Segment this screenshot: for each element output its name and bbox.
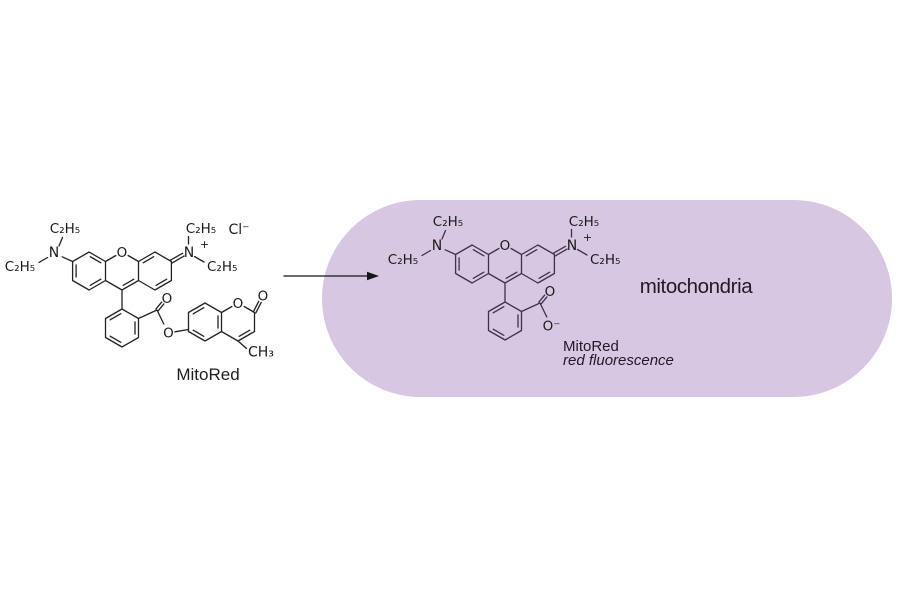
ethyl-label: C₂H₅ xyxy=(207,259,237,275)
iminium-nitrogen-label: N xyxy=(567,238,577,254)
mitored-structure: C₂H₅ C₂H₅ C₂H₅ C₂H₅ N N + O Cl⁻ O O O O … xyxy=(5,221,274,361)
arrow-head xyxy=(367,271,379,281)
carboxyl-oxygen-label: O xyxy=(545,284,556,300)
ethyl-label: C₂H₅ xyxy=(433,214,463,230)
reaction-arrow xyxy=(283,271,379,281)
ethyl-label: C₂H₅ xyxy=(590,252,620,268)
lactone-carbonyl-oxygen-label: O xyxy=(258,289,269,305)
right-molecule-caption: red fluorescence xyxy=(563,352,674,369)
methyl-label: CH₃ xyxy=(248,345,274,361)
mitochondria-label: mitochondria xyxy=(639,275,753,298)
chloride-label: Cl⁻ xyxy=(228,222,249,238)
coumarin-single-bonds xyxy=(174,302,256,350)
coumarin-double-bonds xyxy=(192,300,262,337)
mitochondria-region xyxy=(322,200,892,397)
ethyl-label: C₂H₅ xyxy=(50,221,80,237)
ethyl-label: C₂H₅ xyxy=(388,252,418,268)
ethyl-label: C₂H₅ xyxy=(5,259,35,275)
ester-oxygen-label: O xyxy=(163,326,174,342)
ester-carbonyl-oxygen-label: O xyxy=(162,291,173,307)
plus-charge-label: + xyxy=(200,238,209,251)
ethyl-label: C₂H₅ xyxy=(569,214,599,230)
coumarin-ester-bonds xyxy=(174,300,262,350)
ethyl-label: C₂H₅ xyxy=(186,221,216,237)
lactone-oxygen-label: O xyxy=(233,296,244,312)
amine-nitrogen-label: N xyxy=(432,238,442,254)
left-molecule-name: MitoRed xyxy=(176,365,240,384)
iminium-nitrogen-label: N xyxy=(184,245,194,261)
xanthene-oxygen-label: O xyxy=(117,245,128,261)
mitored-structure-in-mitochondria: C₂H₅ C₂H₅ C₂H₅ C₂H₅ N N + O O O⁻ xyxy=(388,214,620,341)
right-molecule-name: MitoRed xyxy=(563,338,619,355)
amine-nitrogen-label: N xyxy=(49,245,59,261)
carboxylate-oxygen-label: O⁻ xyxy=(543,319,561,335)
xanthene-oxygen-label: O xyxy=(500,238,511,254)
plus-charge-label: + xyxy=(583,231,592,244)
